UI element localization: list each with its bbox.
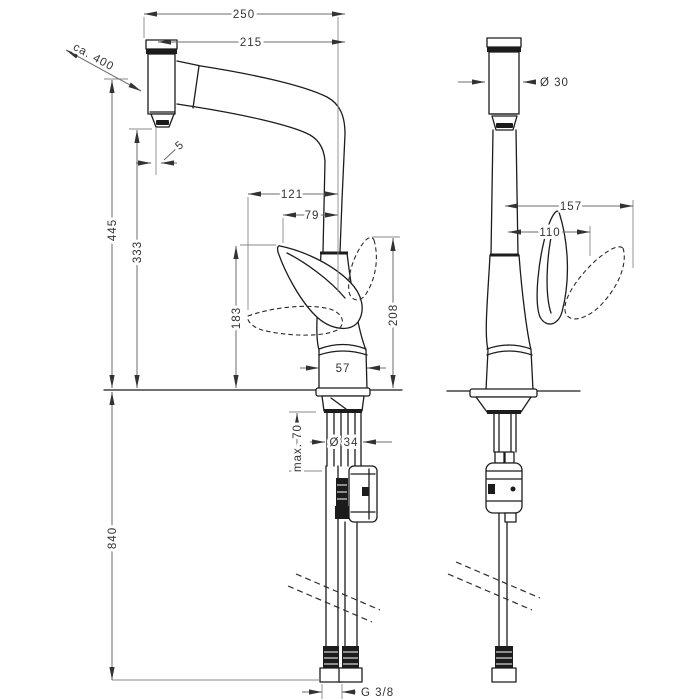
handle-front [247, 237, 377, 336]
spout-front [176, 60, 348, 255]
dim-shank-diameter: Ø 34 [330, 437, 359, 449]
supply-hose-connectors [319, 646, 363, 683]
dim-pullout-hose-length: ca. 400 [71, 41, 116, 73]
dimensions-side: Ø 30 157 110 [458, 74, 634, 268]
dim-height-spout-outlet: 333 [132, 241, 144, 263]
spray-head-front [145, 39, 178, 175]
base-front [103, 387, 403, 413]
break-line [287, 585, 373, 623]
dim-hose-length: 840 [107, 527, 119, 549]
faucet-body-side [485, 254, 534, 391]
supply-hose-connector [491, 646, 517, 683]
base-side [446, 388, 581, 414]
break-line [295, 573, 381, 611]
dim-body-width: 57 [336, 363, 351, 375]
underdeck-side [447, 413, 541, 683]
spout-side [490, 129, 519, 257]
dim-projection-spout: 215 [240, 37, 262, 49]
break-line [447, 573, 533, 611]
dim-projection-overall: 250 [233, 9, 255, 21]
dim-handle-height-low: 183 [231, 307, 243, 329]
handle-side [536, 210, 625, 325]
front-view [103, 39, 403, 683]
dim-outlet-offset: 5 [173, 139, 186, 153]
break-line [455, 561, 541, 599]
dim-handle-swing-max-front: 121 [281, 189, 303, 201]
side-view [446, 37, 625, 683]
dim-side-swing: 110 [539, 227, 560, 239]
dim-handle-height-high: 208 [388, 304, 400, 326]
dim-height-overall: 445 [107, 219, 119, 241]
dim-handle-swing-front: 79 [305, 210, 320, 222]
dim-mounting-thickness-max: max. 70 [292, 424, 304, 472]
dim-side-swing-max: 157 [560, 201, 582, 213]
dimensions-front: 250 215 ca. 400 5 445 333 121 79 183 208… [65, 6, 403, 700]
spray-head-side [486, 37, 522, 131]
underdeck-front [287, 412, 381, 683]
dim-connection-thread: G 3/8 [361, 687, 394, 699]
dim-head-diameter: Ø 30 [540, 77, 569, 89]
